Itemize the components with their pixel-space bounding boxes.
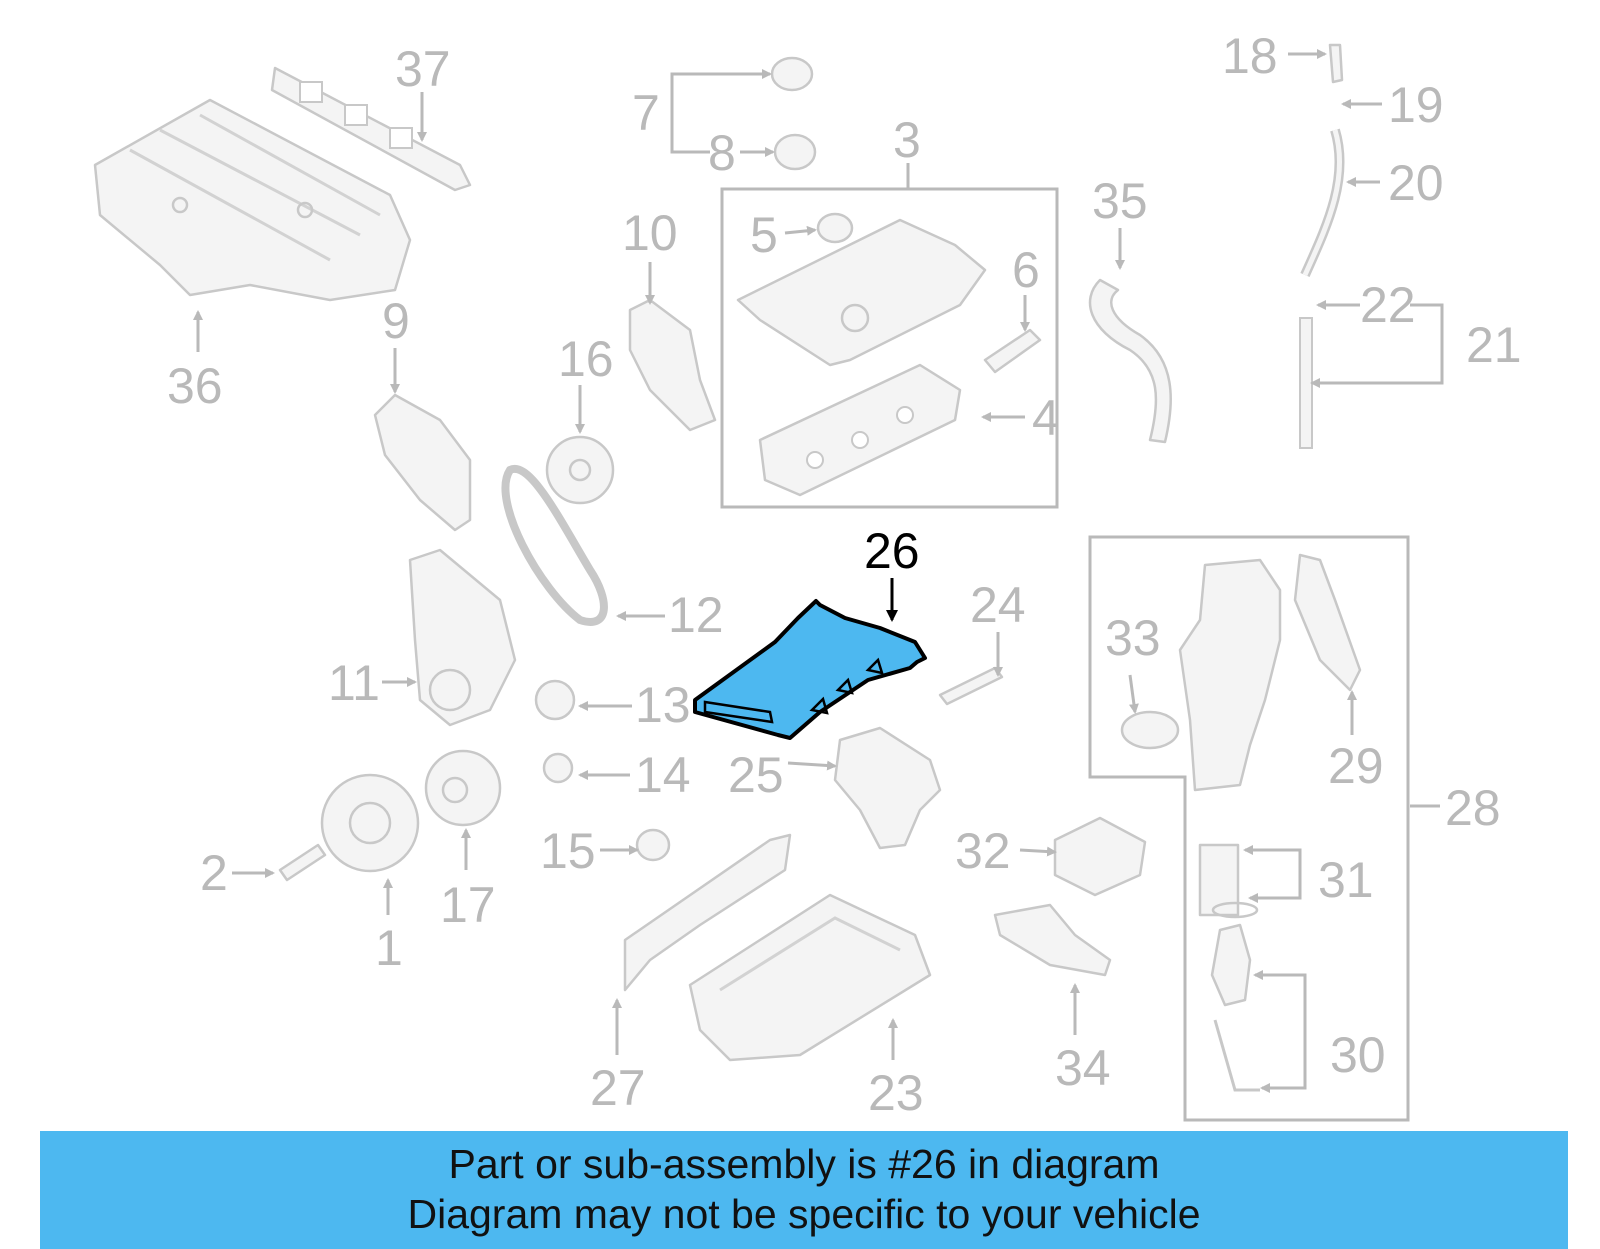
part-37-intake-gasket	[270, 66, 472, 192]
label-10: 10	[622, 205, 678, 261]
part-1-crank-pulley	[320, 773, 420, 873]
leader-lines	[193, 49, 1444, 1093]
label-20: 20	[1388, 155, 1444, 211]
part-14-spacer	[542, 752, 574, 784]
label-28: 28	[1445, 780, 1501, 836]
part-4-cover-gasket	[758, 363, 962, 497]
part-6-sensor	[983, 328, 1042, 374]
part-11-lower-timing-cover	[408, 548, 517, 727]
label-15: 15	[540, 823, 596, 879]
label-36: 36	[167, 358, 223, 414]
label-26: 26	[864, 523, 920, 579]
label-16: 16	[558, 331, 614, 387]
label-6: 6	[1012, 242, 1040, 298]
label-34: 34	[1055, 1040, 1111, 1096]
part-26-baffle-plate-highlight	[693, 599, 927, 740]
part-36-intake-manifold	[93, 98, 412, 302]
part-35-breather-hose	[1088, 278, 1172, 444]
label-21: 21	[1466, 317, 1522, 373]
label-13: 13	[635, 677, 691, 733]
part-24-gasket	[938, 666, 1004, 706]
part-18-22-dipstick	[1299, 43, 1345, 449]
part-9-upper-timing-cover	[373, 393, 472, 532]
label-1: 1	[375, 920, 403, 976]
part-10-timing-cover	[628, 298, 717, 432]
label-24: 24	[970, 577, 1026, 633]
banner-line-1: Part or sub-assembly is #26 in diagram	[448, 1141, 1160, 1187]
part-12-timing-belt	[501, 464, 608, 626]
part-16-pulley	[545, 435, 615, 505]
part-33-orings	[1120, 710, 1180, 750]
label-23: 23	[868, 1065, 924, 1121]
label-25: 25	[728, 747, 784, 803]
part-2-bolt	[278, 843, 327, 882]
label-31: 31	[1318, 852, 1374, 908]
label-5: 5	[750, 207, 778, 263]
label-37: 37	[395, 41, 451, 97]
label-22: 22	[1360, 277, 1416, 333]
label-35: 35	[1092, 173, 1148, 229]
label-33: 33	[1105, 610, 1161, 666]
part-3-valve-cover	[736, 218, 987, 367]
label-32: 32	[955, 823, 1011, 879]
part-labels: 37 36 7 8 3 5 6 4 35 18 19 20 22 21 10 9…	[167, 28, 1522, 1121]
label-30: 30	[1330, 1027, 1386, 1083]
label-4: 4	[1032, 390, 1060, 446]
part-7-oil-cap	[770, 56, 814, 92]
label-9: 9	[382, 293, 410, 349]
part-25-oil-pump	[833, 726, 942, 850]
label-17: 17	[440, 877, 496, 933]
part-17-sprocket	[424, 749, 502, 827]
label-7: 7	[632, 85, 660, 141]
part-3-group-box	[720, 187, 1059, 509]
part-27-baffle	[623, 833, 792, 992]
part-15-bushing	[635, 828, 671, 862]
banner-line-2: Diagram may not be specific to your vehi…	[407, 1191, 1201, 1237]
part-32-oil-cooler	[1053, 816, 1147, 897]
part-5-seal	[816, 212, 854, 244]
label-18: 18	[1222, 28, 1278, 84]
part-29-housing-gasket	[1293, 553, 1362, 692]
label-2: 2	[200, 845, 228, 901]
part-28-filter-housing	[1178, 558, 1282, 792]
part-30-sensor	[1210, 923, 1252, 1007]
label-27: 27	[590, 1060, 646, 1116]
info-banner: Part or sub-assembly is #26 in diagram D…	[40, 1131, 1568, 1249]
label-11: 11	[328, 655, 380, 711]
label-14: 14	[635, 747, 691, 803]
label-3: 3	[893, 112, 921, 168]
part-34-bracket	[993, 903, 1112, 977]
label-12: 12	[668, 587, 724, 643]
part-28-group-box	[1088, 535, 1410, 1122]
label-8: 8	[708, 125, 736, 181]
part-8-cap-seal	[773, 133, 817, 171]
part-13-idler	[534, 679, 576, 721]
label-19: 19	[1388, 77, 1444, 133]
label-29: 29	[1328, 738, 1384, 794]
